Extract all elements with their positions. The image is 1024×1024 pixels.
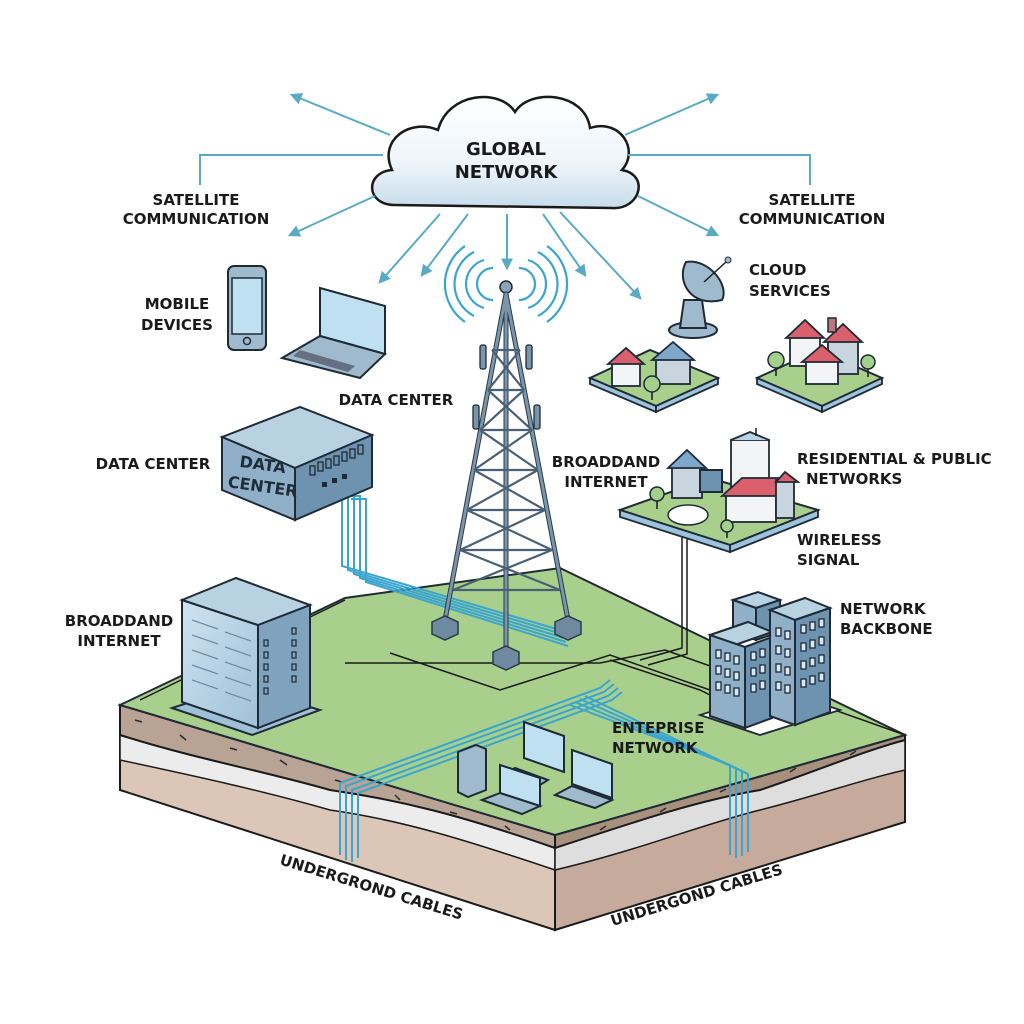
residential-plot <box>616 428 822 554</box>
label-mobile-line1: MOBILE <box>145 295 210 313</box>
label-satellite-left-line1: SATELLITE <box>153 191 240 209</box>
label-wireless-line2: SIGNAL <box>797 551 860 569</box>
house-icon <box>649 340 697 385</box>
house-icon <box>665 448 723 499</box>
label-mobile-line2: DEVICES <box>141 316 213 334</box>
cloud-title-line1: GLOBAL <box>466 139 546 160</box>
house-plot-1 <box>587 340 721 414</box>
cloud-arrows <box>199 93 811 300</box>
label-broadband-left-line1: BROADDAND <box>65 612 173 630</box>
laptop-icon <box>479 763 543 816</box>
label-enterprise-line1: ENTEPRISE <box>612 719 704 737</box>
house-icon <box>605 346 647 387</box>
house-icon <box>719 470 801 523</box>
cloud-icon <box>370 95 640 210</box>
desktop-computer-icon <box>552 748 615 810</box>
label-data-center-top: DATA CENTER <box>339 391 454 409</box>
cell-tower-icon <box>431 245 582 671</box>
desktop-computer-icon <box>457 743 487 799</box>
label-satellite-right-line1: SATELLITE <box>769 191 856 209</box>
label-wireless-line1: WIRELESS <box>797 531 882 549</box>
house-plot-2 <box>754 317 885 414</box>
tree-icon <box>643 375 661 400</box>
label-cloud-services-line2: SERVICES <box>749 282 831 300</box>
server-box-icon: DATA CENTER <box>219 405 375 522</box>
smartphone-icon <box>227 265 267 351</box>
satellite-dish-icon <box>668 256 732 339</box>
cloud-title-line2: NETWORK <box>455 162 559 183</box>
tree-icon <box>720 519 734 538</box>
label-satellite-left-line2: COMMUNICATION <box>123 210 270 228</box>
laptop-icon <box>279 286 387 380</box>
label-residential-line1: RESIDENTIAL & PUBLIC <box>797 450 992 468</box>
label-backbone-line1: NETWORK <box>840 600 927 618</box>
tree-icon <box>649 486 665 509</box>
house-icon <box>799 343 845 385</box>
tree-icon <box>860 354 876 377</box>
label-broadband-right-line2: INTERNET <box>564 473 648 491</box>
label-satellite-right-line2: COMMUNICATION <box>739 210 886 228</box>
enterprise-workstations <box>457 720 615 816</box>
label-cloud-services-line1: CLOUD <box>749 261 806 279</box>
label-backbone-line2: BACKBONE <box>840 620 933 638</box>
label-broadband-left-line2: INTERNET <box>77 632 161 650</box>
office-building-icon <box>697 590 843 736</box>
server-rack-icon <box>168 576 324 737</box>
global-network-cloud[interactable]: GLOBAL NETWORK <box>370 95 640 210</box>
label-enterprise-line2: NETWORK <box>612 739 699 757</box>
label-data-center-left: DATA CENTER <box>96 455 211 473</box>
label-residential-line2: NETWORKS <box>806 470 902 488</box>
label-broadband-right-line1: BROADDAND <box>552 453 660 471</box>
tree-icon <box>767 351 785 376</box>
soil-top-layer <box>119 703 556 850</box>
